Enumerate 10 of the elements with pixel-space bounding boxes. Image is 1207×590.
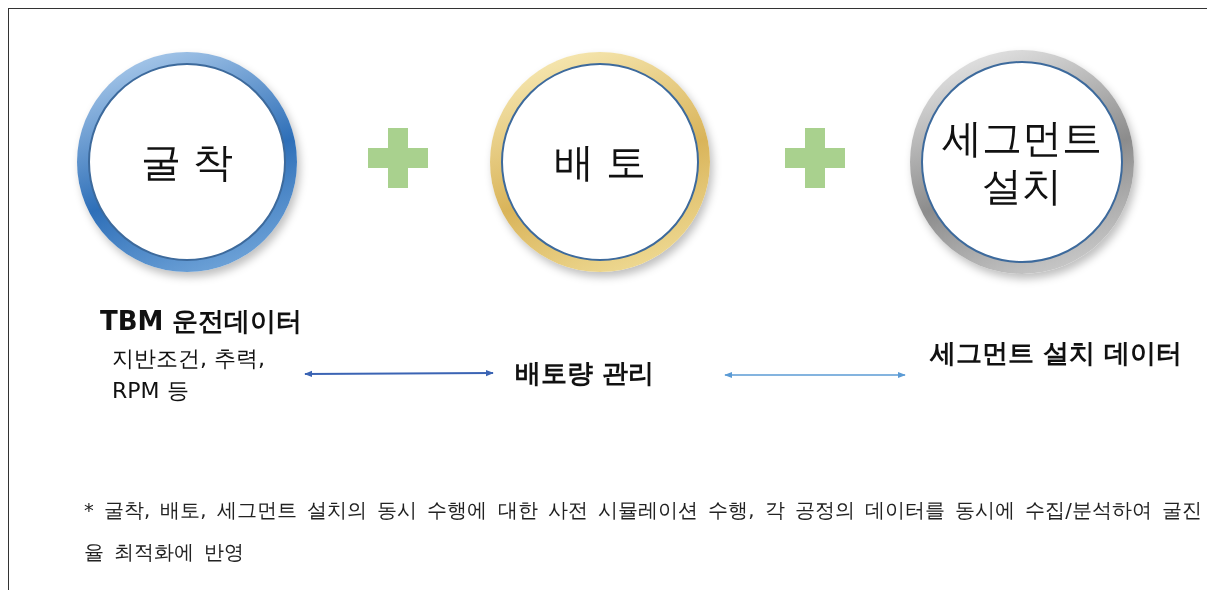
double-arrow <box>304 369 494 378</box>
node-heading: 세그먼트 설치 데이터 <box>930 337 1184 370</box>
footnote: * 굴착, 배토, 세그먼트 설치의 동시 수행에 대한 사전 시뮬레이션 수행, 각 공정의 데이터를 동시에 수집/분석하여 굴진율 최적화에 반영 <box>84 498 1204 566</box>
node-heading: TBM 운전데이터 <box>100 305 304 338</box>
node-label: 배 토 <box>553 138 647 186</box>
node-heading: 배토량 관리 <box>515 357 656 390</box>
node-label: 굴 착 <box>140 138 234 186</box>
node-label: 세그먼트 설치 <box>941 114 1103 210</box>
node-text: 지반조건, 추력, RPM 등 <box>111 345 266 405</box>
double-arrow <box>724 371 906 379</box>
